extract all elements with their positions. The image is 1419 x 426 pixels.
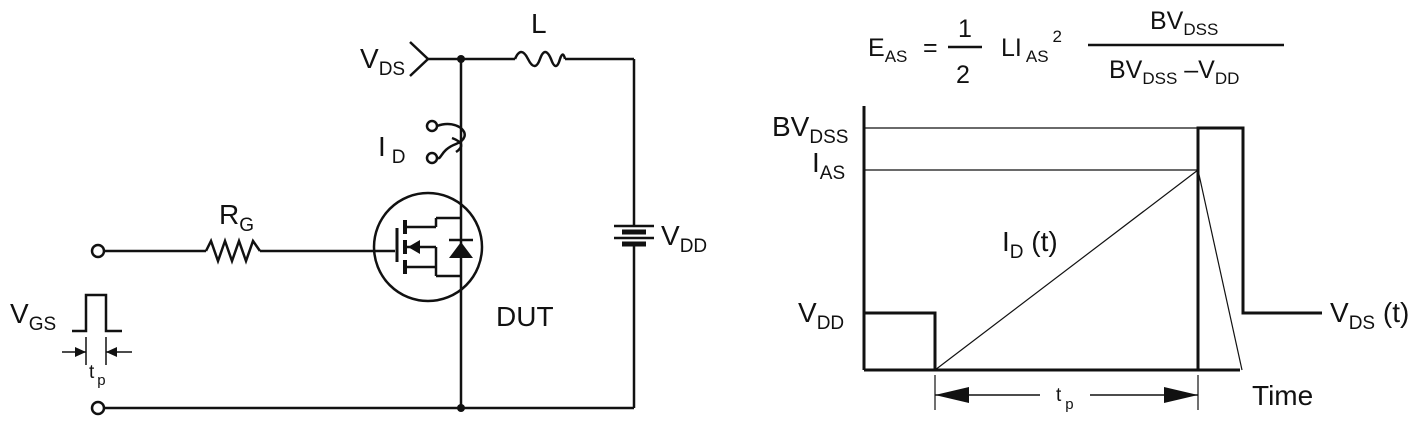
vds-trace	[864, 126, 1322, 372]
gate-resistor	[204, 237, 262, 265]
mosfet-dut-symbol	[372, 191, 484, 303]
dut-label: DUT	[496, 301, 554, 332]
inductor-coil	[513, 50, 567, 68]
gate-voltage-label: VGS	[10, 298, 56, 335]
eq-equals: =	[923, 34, 938, 62]
time-axis-label: Time	[1252, 380, 1313, 411]
vds-trace-label: VDS (t)	[1330, 297, 1409, 334]
gate-pulse-waveform	[72, 293, 122, 333]
inductor-label: L	[531, 8, 547, 39]
current-probe-icon	[425, 119, 466, 165]
bvdss-axis-label: BVDSS	[772, 111, 848, 148]
id-rise-trace	[934, 169, 1199, 371]
vdd-axis-label: VDD	[798, 297, 844, 334]
eq-ratio-numerator: BVDSS	[1150, 7, 1218, 39]
ias-axis-label: IAS	[812, 147, 845, 184]
id-trace-label: ID (t)	[1002, 226, 1058, 263]
eq-fraction-denominator: 2	[956, 61, 970, 89]
terminal-gate	[90, 243, 106, 259]
eq-fraction-numerator: 1	[958, 15, 972, 43]
supply-voltage-label: VDD	[661, 220, 707, 257]
tp-pulse-arrows	[62, 337, 132, 365]
vds-label: VDS	[360, 43, 405, 80]
eq-lhs: EAS	[868, 34, 907, 66]
battery-symbol	[614, 224, 654, 247]
eq-ratio-denominator: BVDSS –VDD	[1109, 56, 1239, 88]
node-top	[457, 55, 465, 63]
vds-probe-arrow	[409, 41, 430, 77]
id-fall-trace	[1197, 169, 1243, 371]
tp-interval-arrows	[934, 375, 1199, 410]
terminal-bottom	[90, 400, 106, 416]
gate-resistor-label: RG	[219, 199, 254, 236]
